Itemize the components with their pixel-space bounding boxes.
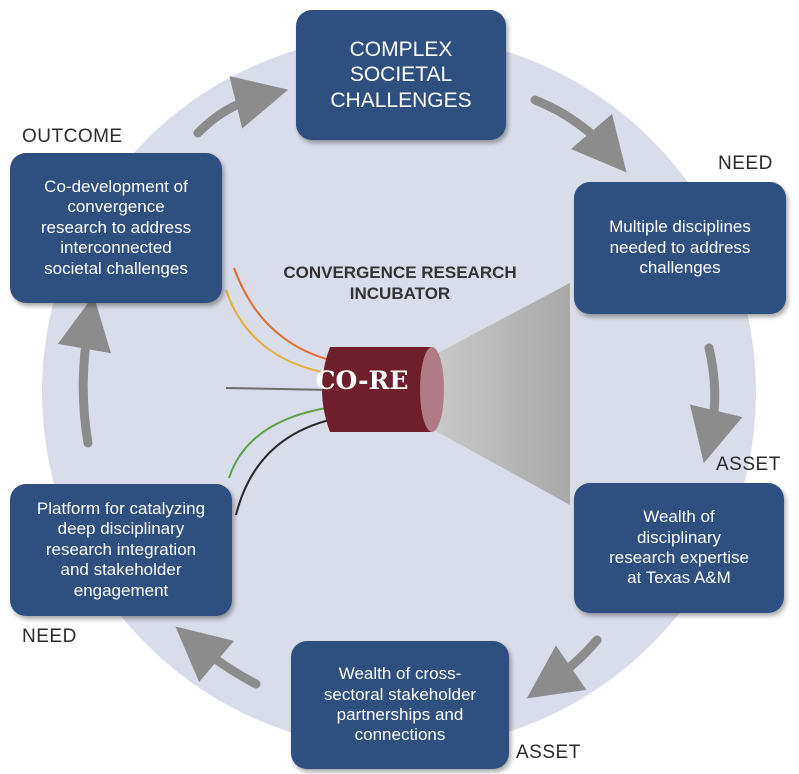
incubator-title-text: CONVERGENCE RESEARCH INCUBATOR: [283, 263, 517, 304]
strand-line: [225, 289, 333, 375]
strand-line: [235, 417, 339, 516]
strand-line: [228, 406, 333, 479]
box-bottom-text: Wealth of cross- sectoral stakeholder pa…: [323, 664, 477, 745]
strand-line: [225, 387, 331, 391]
arrow-outcome-to-challenges: [193, 76, 289, 138]
arrow-challenges-to-need: [530, 95, 627, 173]
incubator-title: CONVERGENCE RESEARCH INCUBATOR: [250, 262, 550, 305]
arrow-asset-to-need: [175, 626, 261, 689]
core-cylinder-body: [322, 347, 432, 432]
box-co-development: Co-development of convergence research t…: [10, 153, 222, 303]
box-top-text: COMPLEX SOCIETAL CHALLENGES: [330, 38, 472, 112]
arrow-need-to-asset: [689, 343, 743, 464]
core-label: CO-RE: [315, 366, 409, 395]
label-need-right: NEED: [718, 153, 773, 174]
label-asset-right: ASSET: [716, 454, 781, 475]
incubator-cone: [434, 283, 570, 505]
box-multiple-disciplines: Multiple disciplines needed to address c…: [574, 182, 786, 314]
label-outcome: OUTCOME: [22, 126, 123, 147]
box-upper-left-text: Co-development of convergence research t…: [40, 177, 192, 278]
label-need-left: NEED: [22, 626, 77, 647]
strand-line: [233, 267, 339, 363]
arrow-need-to-outcome: [57, 295, 111, 448]
box-right-text: Multiple disciplines needed to address c…: [609, 217, 751, 278]
arrow-asset-to-asset: [526, 635, 602, 699]
input-strands: [225, 267, 339, 516]
core-cylinder-face: [420, 347, 444, 432]
box-platform: Platform for catalyzing deep disciplinar…: [10, 484, 232, 616]
cycle-arrows: [57, 76, 743, 699]
box-stakeholder-partnerships: Wealth of cross- sectoral stakeholder pa…: [291, 641, 509, 769]
box-lower-left-text: Platform for catalyzing deep disciplinar…: [36, 499, 206, 600]
box-disciplinary-expertise: Wealth of disciplinary research expertis…: [574, 483, 784, 613]
label-asset-bottom: ASSET: [516, 742, 581, 763]
box-complex-societal-challenges: COMPLEX SOCIETAL CHALLENGES: [296, 10, 506, 140]
box-lower-right-text: Wealth of disciplinary research expertis…: [609, 507, 749, 588]
